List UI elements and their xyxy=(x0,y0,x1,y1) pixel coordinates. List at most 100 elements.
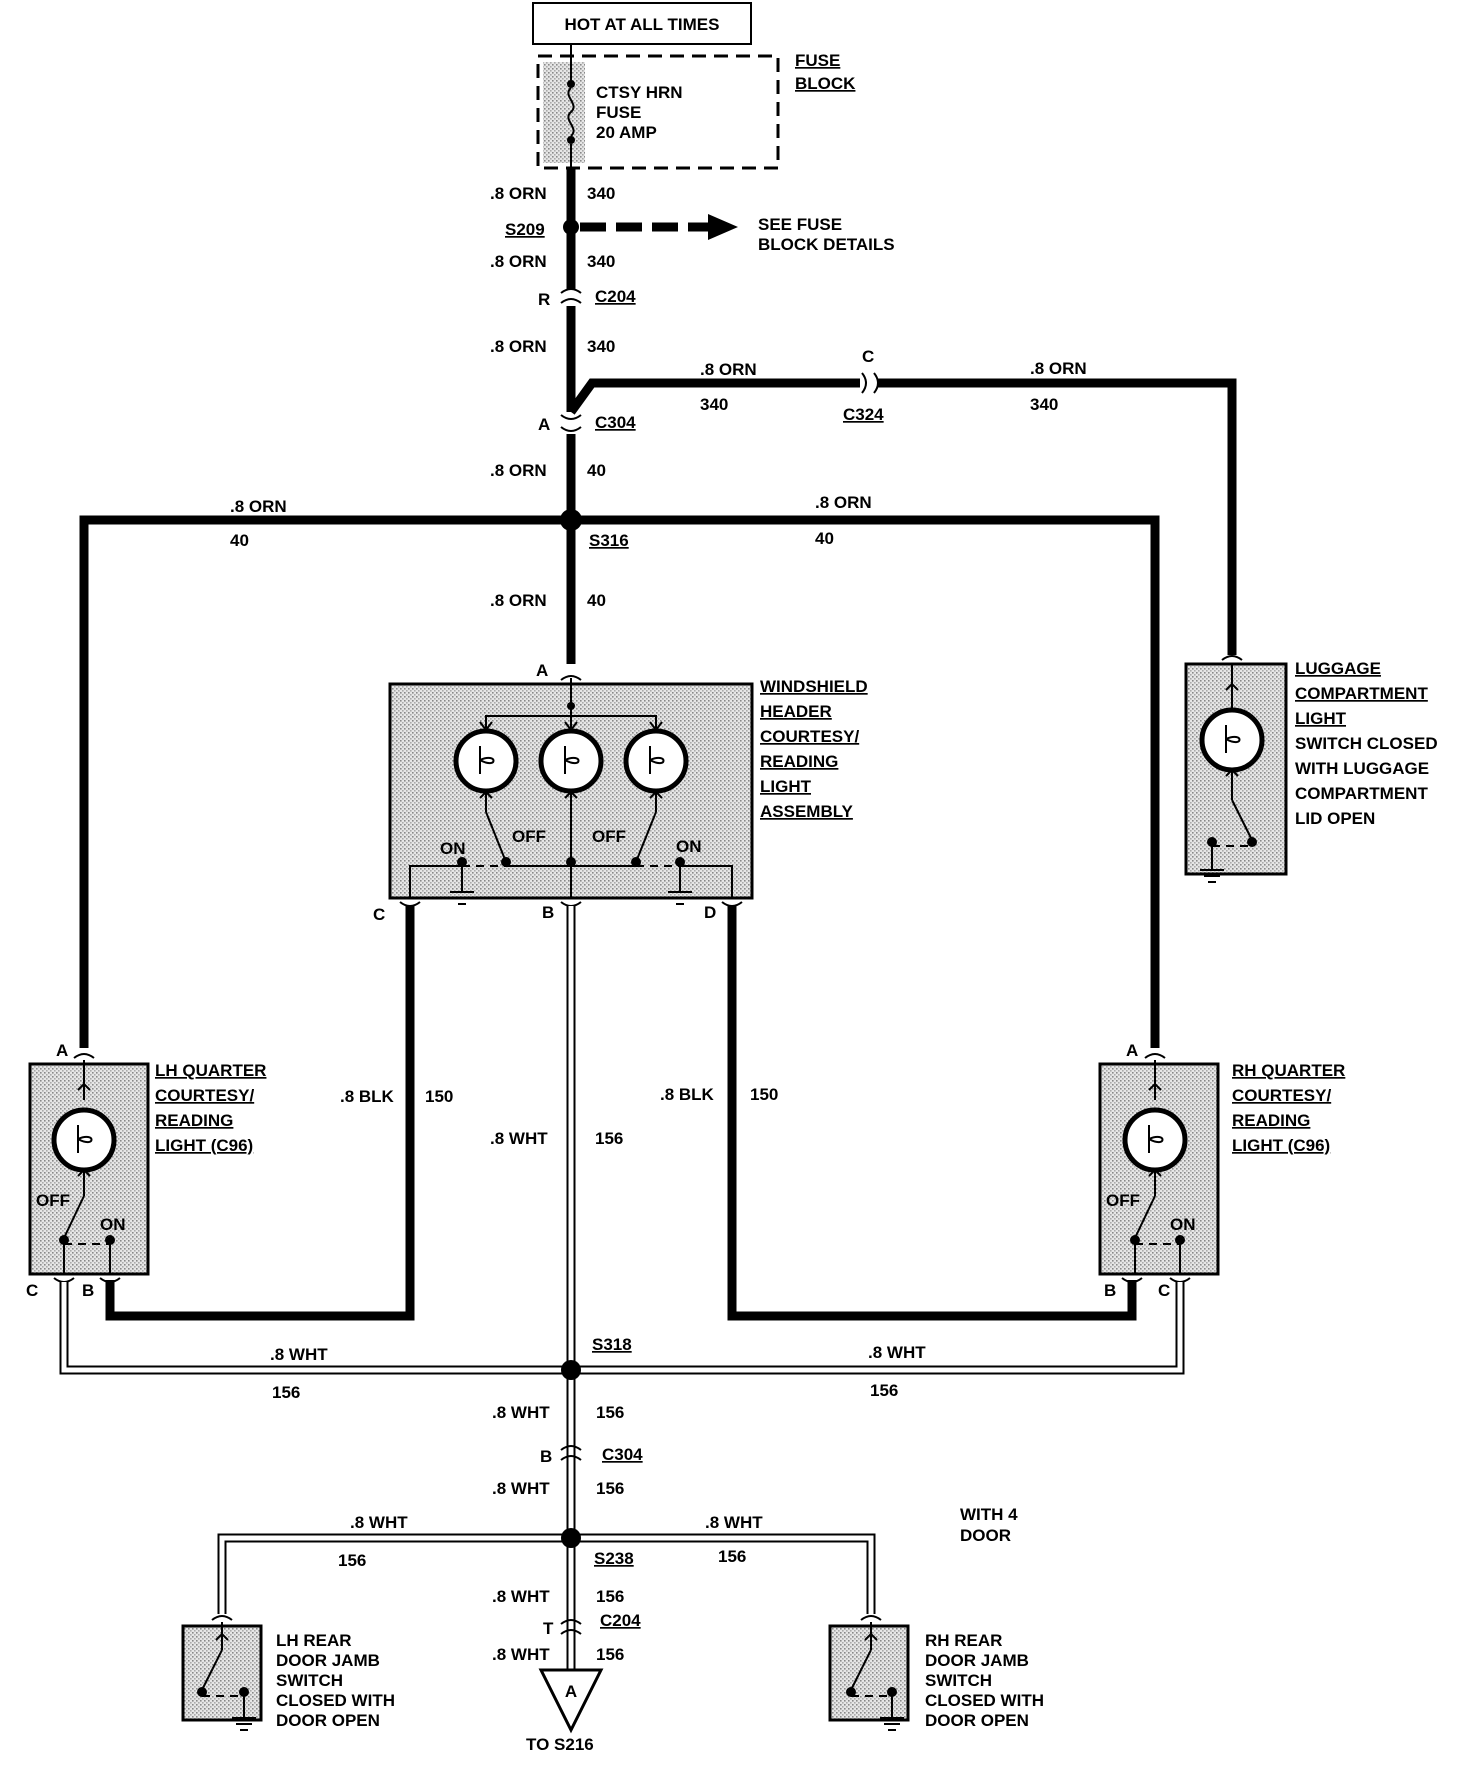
pin-a-c304-label: A xyxy=(538,415,550,434)
circuit-156-4: 156 xyxy=(596,1587,624,1606)
header-pin-a-label: A xyxy=(536,661,548,680)
luggage-label-7: LID OPEN xyxy=(1295,809,1375,828)
connector-c304-top-label: C304 xyxy=(595,413,636,432)
wire-label-orn-rh: .8 ORN xyxy=(815,493,872,512)
circuit-340-2: 340 xyxy=(587,252,615,271)
luggage-label-2: COMPARTMENT xyxy=(1295,684,1428,703)
wire-label-wht-3: .8 WHT xyxy=(492,1479,550,1498)
windshield-label-6: ASSEMBLY xyxy=(760,802,854,821)
with-4-door-note-1: WITH 4 xyxy=(960,1505,1018,1524)
fuse-type: FUSE xyxy=(596,103,641,122)
lh-quarter-courtesy-light: OFF ON xyxy=(28,1053,150,1276)
fuse-icon xyxy=(567,87,575,137)
windshield-label-5: LIGHT xyxy=(760,777,812,796)
luggage-compartment-light xyxy=(1184,655,1288,883)
rh-quarter-bulb-icon xyxy=(1122,1107,1188,1173)
circuit-156-1: 156 xyxy=(595,1129,623,1148)
c204-lower-pin-t-label: T xyxy=(543,1619,554,1638)
rh-quarter-label-4: LIGHT (C96) xyxy=(1232,1136,1330,1155)
lh-rear-label-5: DOOR OPEN xyxy=(276,1711,380,1730)
rh-rear-label-5: DOOR OPEN xyxy=(925,1711,1029,1730)
wire-label-wht-2: .8 WHT xyxy=(492,1403,550,1422)
rh-quarter-pin-a-label: A xyxy=(1126,1041,1138,1060)
connector-c204-top-label: C204 xyxy=(595,287,636,306)
windshield-label-2: HEADER xyxy=(760,702,832,721)
hot-at-all-times-label: HOT AT ALL TIMES xyxy=(565,15,720,34)
wht-156-quarter-branch-wires xyxy=(59,1282,1185,1375)
luggage-ground-icon xyxy=(1200,869,1224,883)
wire-label-wht-1: .8 WHT xyxy=(490,1129,548,1148)
lh-rear-ground-icon xyxy=(232,1717,256,1731)
lh-rear-label-1: LH REAR xyxy=(276,1631,352,1650)
wire-label-blk-lh: .8 BLK xyxy=(340,1087,395,1106)
circuit-40-2: 40 xyxy=(587,591,606,610)
rh-rear-label-1: RH REAR xyxy=(925,1631,1002,1650)
rh-quarter-label-2: COURTESY/ xyxy=(1232,1086,1331,1105)
pin-c-c324-label: C xyxy=(862,347,874,366)
circuit-156-2: 156 xyxy=(596,1403,624,1422)
splice-s318 xyxy=(561,1360,581,1380)
circuit-156-lh: 156 xyxy=(272,1383,300,1402)
header-pin-c-label: C xyxy=(373,905,385,924)
splice-s238 xyxy=(561,1528,581,1548)
lh-quarter-pin-c-label: C xyxy=(26,1281,38,1300)
header-bulb-right-icon xyxy=(623,728,689,794)
wire-label-wht-rh-rear: .8 WHT xyxy=(705,1513,763,1532)
wire-label-orn-3: .8 ORN xyxy=(490,337,547,356)
rh-quarter-label-3: READING xyxy=(1232,1111,1310,1130)
rh-quarter-label-1: RH QUARTER xyxy=(1232,1061,1345,1080)
splice-s316 xyxy=(560,509,582,531)
wire-label-orn-lh: .8 ORN xyxy=(230,497,287,516)
lh-quarter-pin-b-label: B xyxy=(82,1281,94,1300)
fuse-name: CTSY HRN xyxy=(596,83,683,102)
header-pin-d-label: D xyxy=(704,903,716,922)
rh-rear-label-4: CLOSED WITH xyxy=(925,1691,1044,1710)
lh-rear-label-3: SWITCH xyxy=(276,1671,343,1690)
feed-lh-quarter-wire xyxy=(79,515,567,1048)
rh-quarter-on-label: ON xyxy=(1170,1215,1196,1234)
lh-quarter-bulb-icon xyxy=(51,1107,117,1173)
header-left-on-label: ON xyxy=(440,839,466,858)
circuit-156-lh-rear: 156 xyxy=(338,1551,366,1570)
ground-left-icon xyxy=(450,891,474,905)
fuse-details-ref-2: BLOCK DETAILS xyxy=(758,235,895,254)
lh-quarter-label-2: COURTESY/ xyxy=(155,1086,254,1105)
connector-c304-top xyxy=(560,414,582,420)
blk-150-lh-wire xyxy=(105,906,415,1321)
windshield-label-1: WINDSHIELD xyxy=(760,677,868,696)
offpage-connector-a[interactable]: A xyxy=(538,1668,604,1734)
connector-c304-lower xyxy=(560,1445,582,1451)
lh-quarter-on-label: ON xyxy=(100,1215,126,1234)
fuse-rating: 20 AMP xyxy=(596,123,657,142)
windshield-label-3: COURTESY/ xyxy=(760,727,859,746)
circuit-40-rh: 40 xyxy=(815,529,834,548)
lh-quarter-pin-a-label: A xyxy=(56,1041,68,1060)
connector-c204-lower xyxy=(560,1619,582,1625)
rh-quarter-courtesy-light: OFF ON xyxy=(1098,1053,1220,1276)
rh-quarter-pin-c-label: C xyxy=(1158,1281,1170,1300)
circuit-150-rh: 150 xyxy=(750,1085,778,1104)
header-pin-b-label: B xyxy=(542,903,554,922)
luggage-bulb-icon xyxy=(1199,707,1265,773)
luggage-label-6: COMPARTMENT xyxy=(1295,784,1428,803)
windshield-label-4: READING xyxy=(760,752,838,771)
connector-c204-lower-label: C204 xyxy=(600,1611,641,1630)
circuit-156-rh-rear: 156 xyxy=(718,1547,746,1566)
circuit-40-1: 40 xyxy=(587,461,606,480)
rh-rear-label-2: DOOR JAMB xyxy=(925,1651,1029,1670)
lh-rear-label-2: DOOR JAMB xyxy=(276,1651,380,1670)
rh-rear-door-jamb-switch xyxy=(828,1615,910,1731)
lh-quarter-label-1: LH QUARTER xyxy=(155,1061,266,1080)
wire-label-blk-rh: .8 BLK xyxy=(660,1085,715,1104)
rh-quarter-off-label: OFF xyxy=(1106,1191,1140,1210)
wht-156-rear-door-branch-wires xyxy=(217,1533,876,1614)
circuit-340-1: 340 xyxy=(587,184,615,203)
header-bulb-left-icon xyxy=(453,728,519,794)
pin-r-label: R xyxy=(538,290,550,309)
lh-rear-label-4: CLOSED WITH xyxy=(276,1691,395,1710)
connector-c304-lower-label: C304 xyxy=(602,1445,643,1464)
header-left-off-label: OFF xyxy=(512,827,546,846)
connector-c204-top xyxy=(560,288,582,294)
wire-label-orn-4: .8 ORN xyxy=(490,461,547,480)
